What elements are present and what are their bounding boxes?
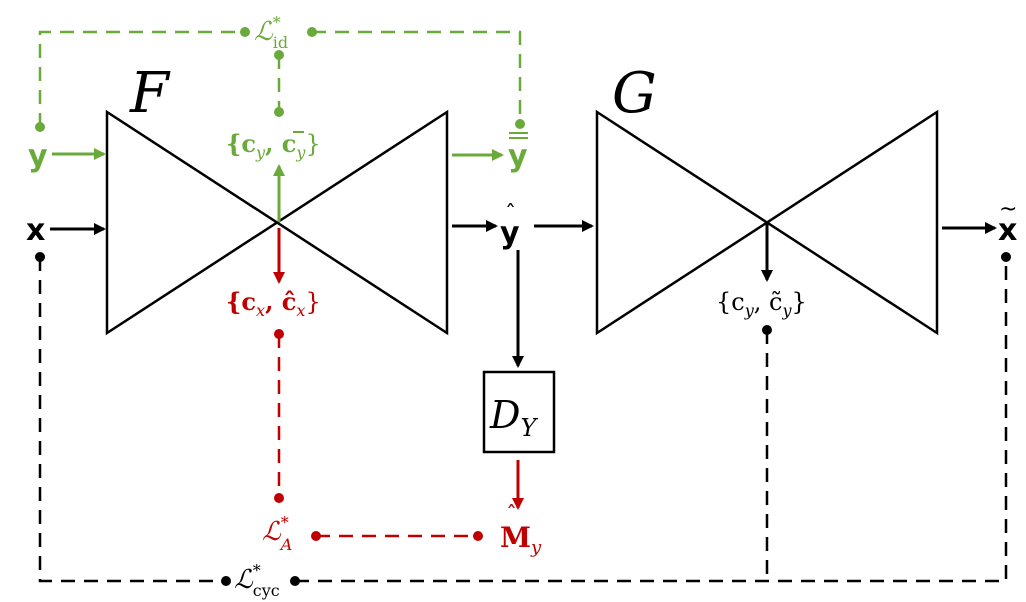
dot-y-input [35,122,45,132]
cy-cbar-label: {cy, cy} [226,129,321,162]
input-x-label: x [26,213,45,248]
block-F-shape [105,109,449,336]
discriminator-box [482,370,556,454]
block-discriminator: DY [482,370,556,454]
dot-cyc-left [221,576,231,586]
dot-id-down [274,50,284,60]
xtilde-tilde-mark: ~ [999,197,1017,222]
mhat-hat-mark: ˆ [506,503,517,528]
dot-id-right [307,27,317,37]
loss-cyc-label: ℒ*cyc [234,561,280,600]
dot-x-input [35,252,45,262]
discriminator-label: DY [489,393,538,442]
dot-ybar [515,119,525,129]
identity-loss-path [35,27,525,132]
ybar-label: y [508,139,528,174]
dot-la-right [311,531,321,541]
dot-la-top [274,493,284,503]
dot-xtilde [1001,252,1011,262]
cx-chat-label: {cx, ĉx} [226,287,321,320]
adversarial-loss-path [274,329,483,541]
yhat-hat-mark: ˆ [505,202,516,227]
cy-ctilde-label: {cy, c̃y} [716,288,807,320]
input-y-label: y [28,139,48,174]
mhat-label: My [500,521,542,558]
dot-cy-tilde [762,325,772,335]
block-G-shape [595,109,939,336]
yhat-label: y [500,216,520,251]
loss-a-label: ℒ*A [262,513,292,554]
block-F: F [105,61,449,336]
dot-cx-hat [274,329,284,339]
block-F-label: F [129,61,171,126]
block-G: G [595,61,939,336]
loss-id-label: ℒ*id [254,13,288,52]
block-G-label: G [612,61,657,126]
dot-id-left [240,27,250,37]
dot-mhat [473,531,483,541]
xtilde-label: x [998,213,1017,248]
dot-cyc-right [290,576,300,586]
dot-cy-bar [274,107,284,117]
cycle-loss-path [35,252,1011,586]
